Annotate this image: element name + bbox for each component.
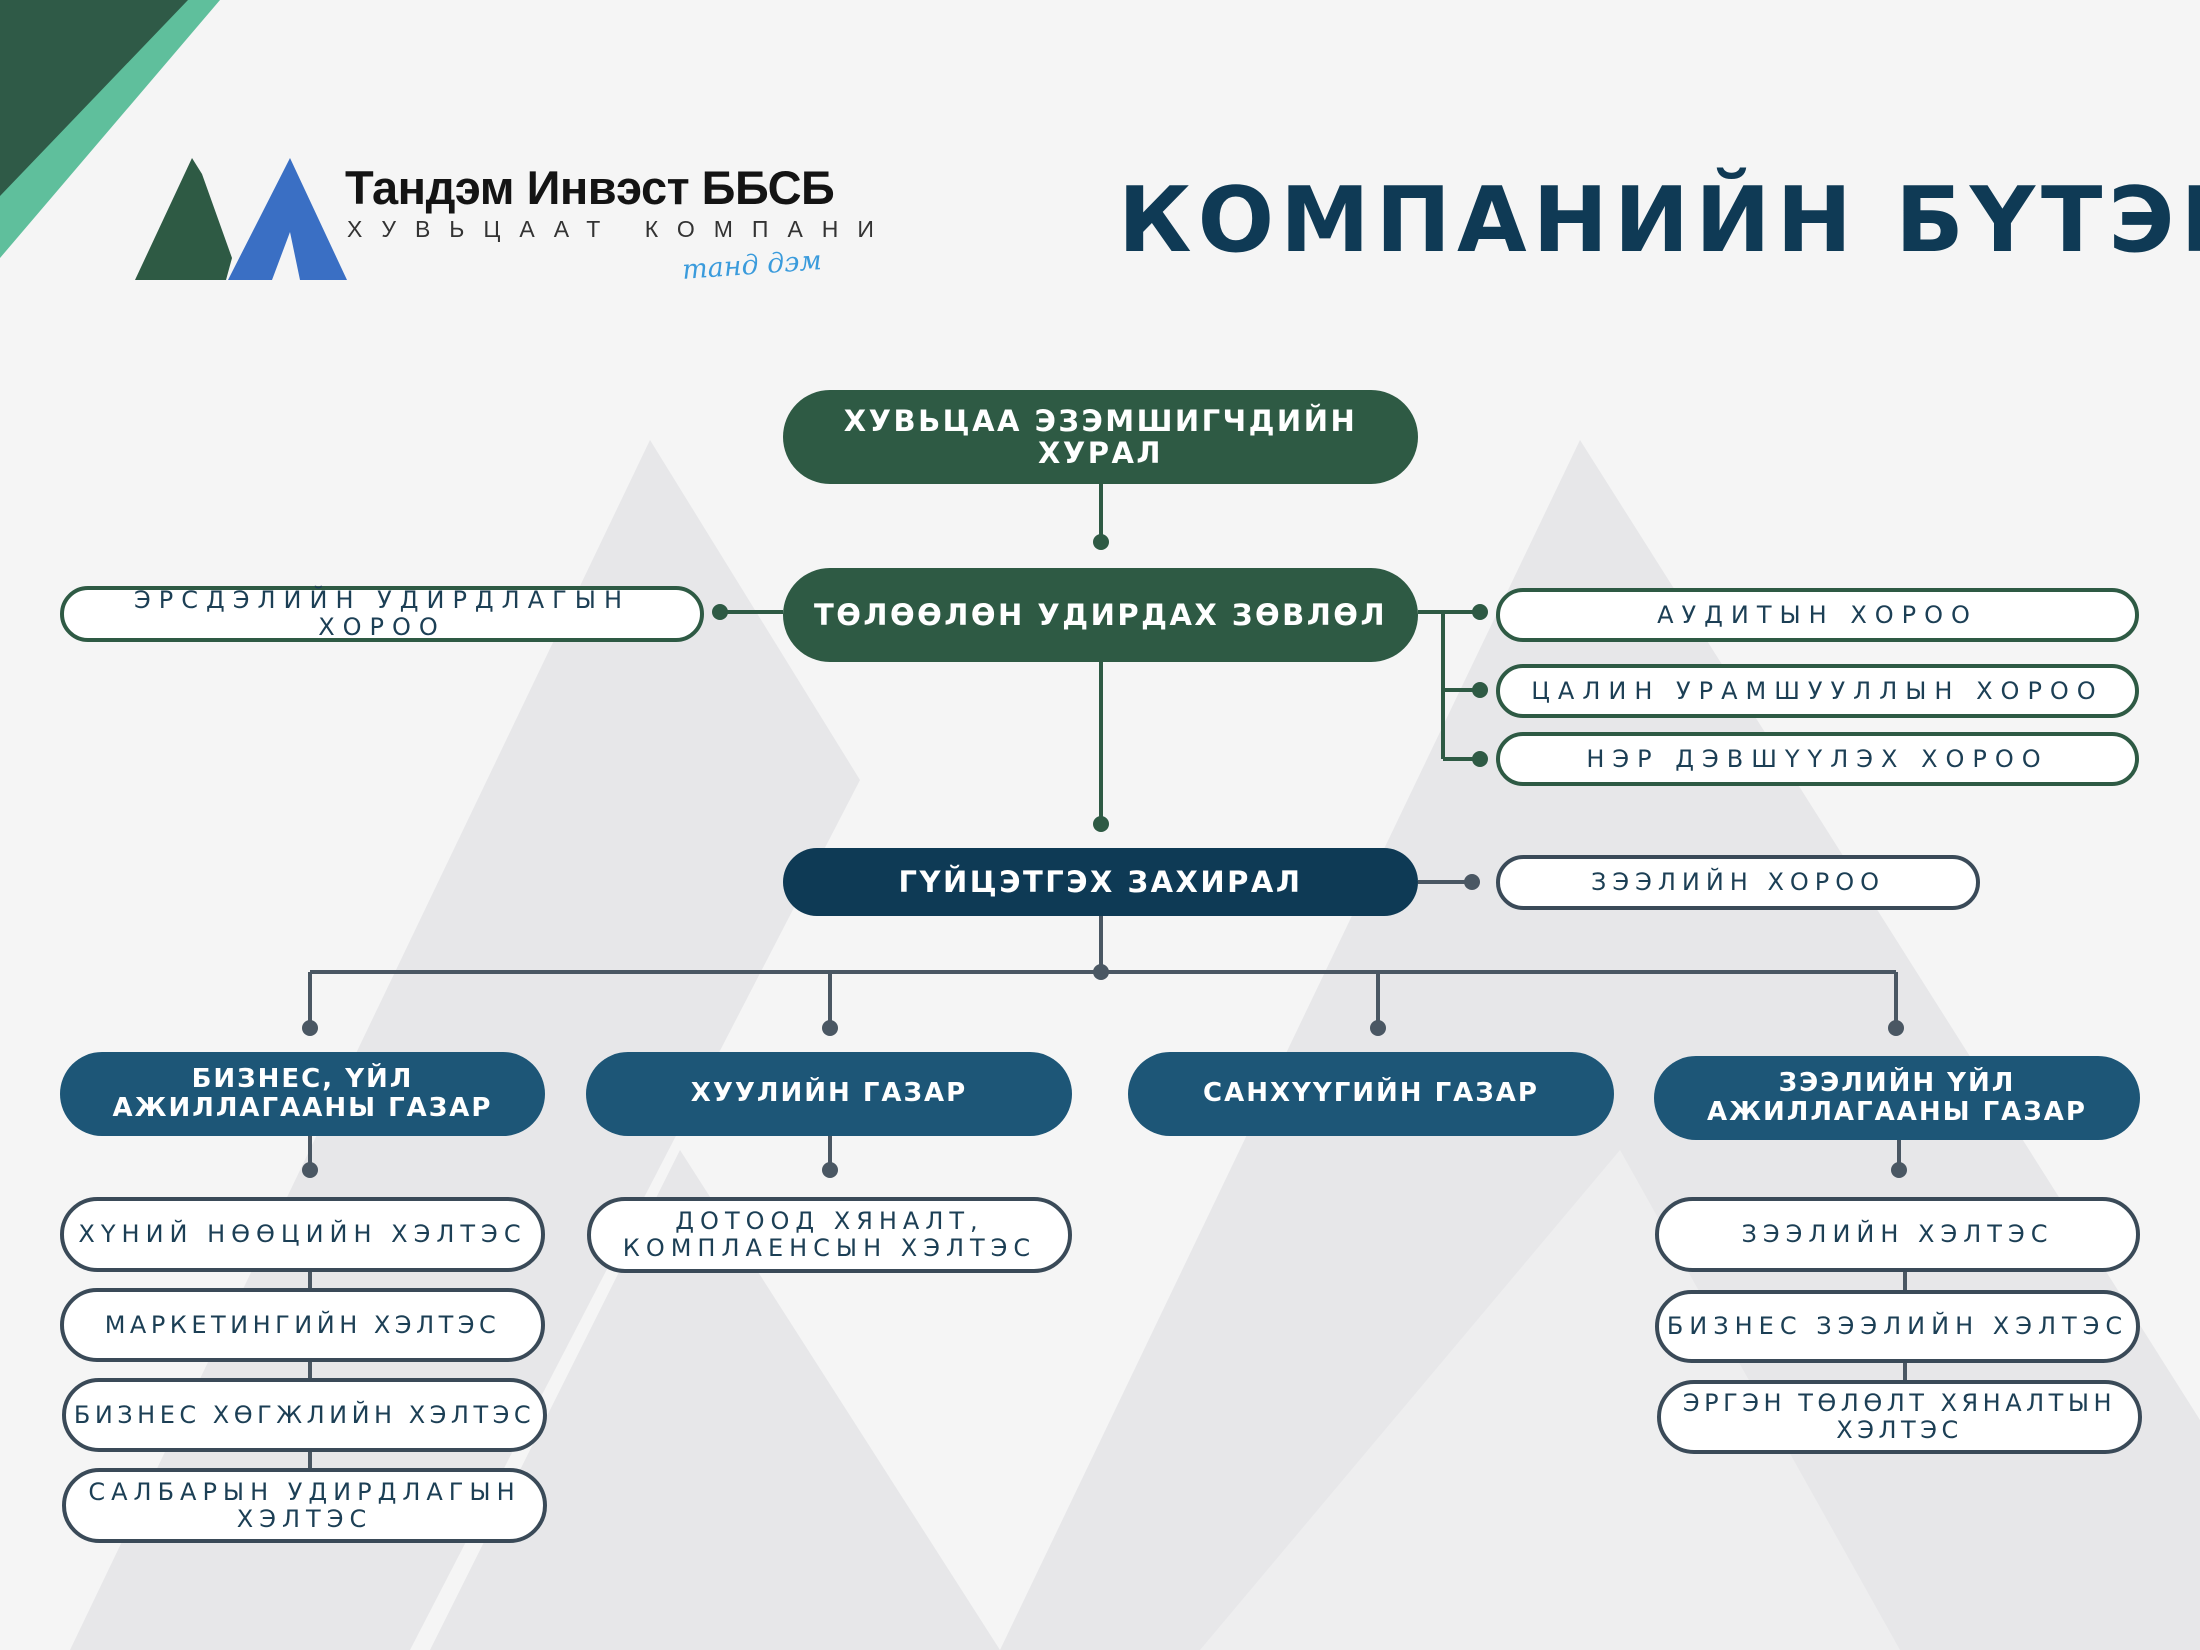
node-marketing-unit: МАРКЕТИНГИЙН ХЭЛТЭС (60, 1288, 545, 1362)
node-shareholders-meeting: ХУВЬЦАА ЭЗЭМШИГЧДИЙН ХУРАЛ (783, 390, 1418, 484)
company-logo-icon (135, 158, 347, 280)
node-loan-unit: ЗЭЭЛИЙН ХЭЛТЭС (1655, 1197, 2140, 1272)
node-audit-committee: АУДИТЫН ХОРОО (1496, 588, 2139, 642)
node-compliance-unit: ДОТООД ХЯНАЛТ, КОМПЛАЕНСЫН ХЭЛТЭС (587, 1197, 1072, 1273)
node-legal-dept: ХУУЛИЙН ГАЗАР (586, 1052, 1072, 1136)
node-ceo: ГҮЙЦЭТГЭХ ЗАХИРАЛ (783, 848, 1418, 916)
brand-subtitle: ХУВЬЦААТ КОМПАНИ (347, 216, 893, 242)
node-collection-control-unit: ЭРГЭН ТӨЛӨЛТ ХЯНАЛТЫН ХЭЛТЭС (1657, 1380, 2142, 1454)
node-branch-management-unit: САЛБАРЫН УДИРДЛАГЫН ХЭЛТЭС (62, 1468, 547, 1543)
node-business-loan-unit: БИЗНЕС ЗЭЭЛИЙН ХЭЛТЭС (1655, 1290, 2140, 1363)
node-compensation-committee: ЦАЛИН УРАМШУУЛЛЫН ХОРОО (1496, 664, 2139, 718)
node-risk-committee: ЭРСДЭЛИЙН УДИРДЛАГЫН ХОРОО (60, 586, 704, 642)
node-finance-dept: САНХҮҮГИЙН ГАЗАР (1128, 1052, 1614, 1136)
node-board-of-directors: ТӨЛӨӨЛӨН УДИРДАХ ЗӨВЛӨЛ (783, 568, 1418, 662)
corner-decoration (0, 0, 220, 258)
node-nomination-committee: НЭР ДЭВШҮҮЛЭХ ХОРОО (1496, 732, 2139, 786)
brand-name: Тандэм Инвэст ББСБ (345, 161, 835, 214)
node-loan-committee: ЗЭЭЛИЙН ХОРОО (1496, 855, 1980, 910)
node-business-operations-dept: БИЗНЕС, ҮЙЛ АЖИЛЛАГААНЫ ГАЗАР (60, 1052, 545, 1136)
node-business-development-unit: БИЗНЕС ХӨГЖЛИЙН ХЭЛТЭС (62, 1378, 547, 1452)
page-title: КОМПАНИЙН БҮТЭЦ (1118, 168, 2200, 273)
node-hr-unit: ХҮНИЙ НӨӨЦИЙН ХЭЛТЭС (60, 1197, 545, 1272)
node-loan-operations-dept: ЗЭЭЛИЙН ҮЙЛ АЖИЛЛАГААНЫ ГАЗАР (1654, 1056, 2140, 1140)
